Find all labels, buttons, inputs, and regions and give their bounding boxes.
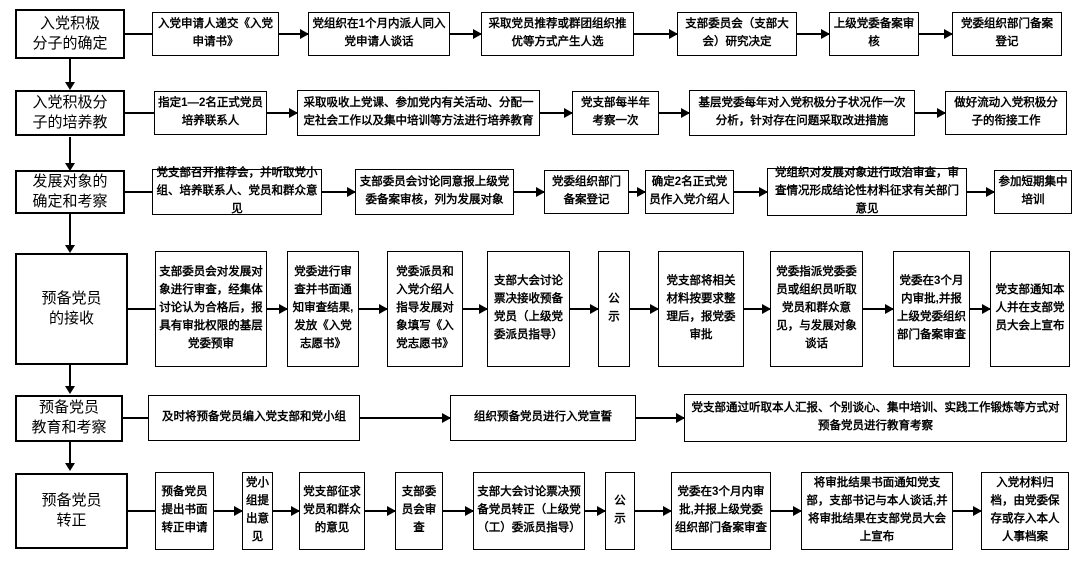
process-box: 支部委员会（支部大会）研究决定 — [677, 12, 797, 56]
connector-line — [125, 33, 152, 35]
process-box: 党委组织部门备案登记 — [544, 170, 629, 214]
process-box: 党支部通过听取本人汇报、个别谈心、集中培训、实践工作锻炼等方式对预备党员进行教育… — [684, 394, 1067, 442]
process-box: 支部大会讨论票决预备党员转正（上级党（工）委派员指导） — [473, 472, 585, 550]
stage-label-6: 预备党员 转正 — [15, 473, 128, 549]
process-box: 参加短期集中培训 — [994, 170, 1072, 214]
arrow-right-icon — [463, 304, 488, 314]
flow-row-3: 发展对象的 确定和考察 党支部召开推荐会，并听取党小组、培养联系人、党员和群众意… — [0, 167, 1091, 216]
process-box: 党支部通知本人并在支部党员大会上宣布 — [990, 251, 1070, 367]
arrow-right-icon — [450, 29, 482, 39]
process-box: 入党申请人递交《入党申请书》 — [152, 12, 279, 56]
process-box: 党委在3个月内审批,并报上级党委组织部门备案审查 — [893, 251, 970, 367]
process-box: 支部委员会讨论同意报上级党委备案审核，列为发展对象 — [355, 169, 514, 215]
stage-label-3: 发展对象的 确定和考察 — [15, 170, 125, 214]
process-box: 党委在3个月内审批,并报上级党委组织部门备案审查 — [671, 472, 771, 550]
stage-label-2: 入党积极分 子的培养教 — [15, 90, 125, 136]
arrow-right-icon — [630, 304, 659, 314]
process-box: 指定1—2名正式党员培养联系人 — [154, 91, 267, 135]
arrow-right-icon — [970, 304, 991, 314]
arrow-right-icon — [636, 413, 685, 423]
flow-row-6: 预备党员 转正 预备党员提出书面转正申请 党小组提出意见 党支部征求党员和群众的… — [0, 470, 1091, 552]
process-box: 党组织对发展对象进行政治审查，审查情况形成结论性材料征求有关部门意见 — [767, 167, 967, 216]
process-box: 党委派员和入党介绍人指导发展对象填写《入党志愿书》 — [387, 251, 463, 367]
flow-row-2: 入党积极分 子的培养教 指定1—2名正式党员培养联系人 采取吸收上党课、参加党内… — [0, 88, 1091, 138]
arrow-right-icon — [570, 304, 599, 314]
arrow-right-icon — [273, 506, 300, 516]
arrow-right-icon — [634, 29, 678, 39]
process-box: 支部大会讨论票决接收预备党员（上级党委派员指导） — [487, 251, 570, 367]
connector-line — [125, 112, 154, 114]
arrow-right-icon — [659, 108, 690, 118]
process-box: 公示 — [598, 251, 630, 367]
arrow-right-icon — [967, 187, 995, 197]
process-box: 采取党员推荐或群团组织推优等方式产生人选 — [481, 12, 634, 56]
arrow-down-icon — [65, 365, 75, 394]
process-box: 入党材料归档，由党委保存或存入本人人事档案 — [981, 472, 1069, 550]
arrow-right-icon — [797, 29, 830, 39]
arrow-right-icon — [635, 506, 672, 516]
connector-line — [125, 191, 152, 193]
process-box: 党支部将相关材料按要求整理后，报党委审批 — [658, 251, 744, 367]
arrow-right-icon — [915, 108, 946, 118]
process-box: 确定2名正式党员作入党介绍人 — [645, 170, 734, 214]
stage-label-1: 入党积极 分子的确定 — [15, 9, 125, 59]
stage-label-5: 预备党员 教育和考察 — [15, 394, 123, 442]
process-box: 党支部征求党员和群众的意见 — [299, 472, 365, 550]
process-box: 及时将预备党员编入党支部和党小组 — [148, 395, 360, 441]
arrow-right-icon — [734, 187, 768, 197]
process-box: 党委组织部门备案登记 — [952, 12, 1062, 56]
arrow-right-icon — [953, 506, 982, 516]
arrow-right-icon — [267, 304, 288, 314]
process-box: 组织预备党员进行入党宣誓 — [450, 395, 636, 441]
stage-label-4: 预备党员 的接收 — [15, 253, 128, 365]
arrow-down-icon — [65, 137, 75, 171]
process-box: 公示 — [605, 472, 635, 550]
flow-row-4: 预备党员 的接收 支部委员会对发展对象进行审查，经集体讨论认为合格后，报具有审批… — [0, 250, 1091, 368]
arrow-right-icon — [360, 413, 451, 423]
process-box: 党组织在1个月内派人同入党申请人谈话 — [308, 12, 450, 56]
connector-line — [123, 417, 148, 419]
flow-row-5: 预备党员 教育和考察 及时将预备党员编入党支部和党小组 组织预备党员进行入党宣誓… — [0, 393, 1091, 443]
process-box: 采取吸收上党课、参加党内有关活动、分配一定社会工作以及集中培训等方法进行培养教育 — [297, 90, 540, 136]
arrow-down-icon — [65, 442, 75, 471]
arrow-right-icon — [863, 304, 894, 314]
process-box: 党小组提出意见 — [242, 472, 273, 550]
process-box: 党支部召开推荐会，并听取党小组、培养联系人、党员和群众意见 — [152, 167, 322, 215]
arrow-right-icon — [771, 506, 802, 516]
arrow-right-icon — [322, 187, 356, 197]
arrow-right-icon — [279, 29, 309, 39]
connector-line — [128, 510, 155, 512]
arrow-right-icon — [443, 506, 474, 516]
process-box: 基层党委每年对入党积极分子状况作一次分析，针对存在问题采取改进措施 — [689, 90, 915, 136]
arrow-right-icon — [514, 187, 545, 197]
arrow-right-icon — [359, 304, 388, 314]
process-box: 党支部每半年考察一次 — [572, 91, 659, 135]
process-box: 将审批结果书面通知党支部，支部书记与本人谈话,并将审批结果在支部党员大会上宣布 — [801, 472, 953, 550]
connector-line — [128, 308, 155, 310]
flow-row-1: 入党积极 分子的确定 入党申请人递交《入党申请书》 党组织在1个月内派人同入党申… — [0, 8, 1091, 60]
process-box: 做好流动入党积极分子的衔接工作 — [945, 91, 1067, 135]
process-box: 预备党员提出书面转正申请 — [155, 472, 214, 550]
arrow-right-icon — [540, 108, 573, 118]
process-box: 支部委员会审查 — [395, 472, 443, 550]
arrow-right-icon — [744, 304, 771, 314]
arrow-right-icon — [629, 187, 646, 197]
arrow-right-icon — [919, 29, 953, 39]
arrow-right-icon — [214, 506, 243, 516]
process-box: 支部委员会对发展对象进行审查，经集体讨论认为合格后，报具有审批权限的基层党委预审 — [155, 251, 267, 367]
process-box: 上级党委备案审核 — [829, 12, 919, 56]
arrow-right-icon — [365, 506, 396, 516]
arrow-right-icon — [267, 108, 298, 118]
arrow-down-icon — [65, 59, 75, 90]
process-box: 党委指派党委委员或组织员听取党员和群众意见，与发展对象谈话 — [770, 251, 863, 367]
process-box: 党委进行审查并书面通知审查结果,发放《入党志愿书》 — [287, 251, 359, 367]
arrow-right-icon — [585, 506, 606, 516]
arrow-down-icon — [65, 214, 75, 253]
